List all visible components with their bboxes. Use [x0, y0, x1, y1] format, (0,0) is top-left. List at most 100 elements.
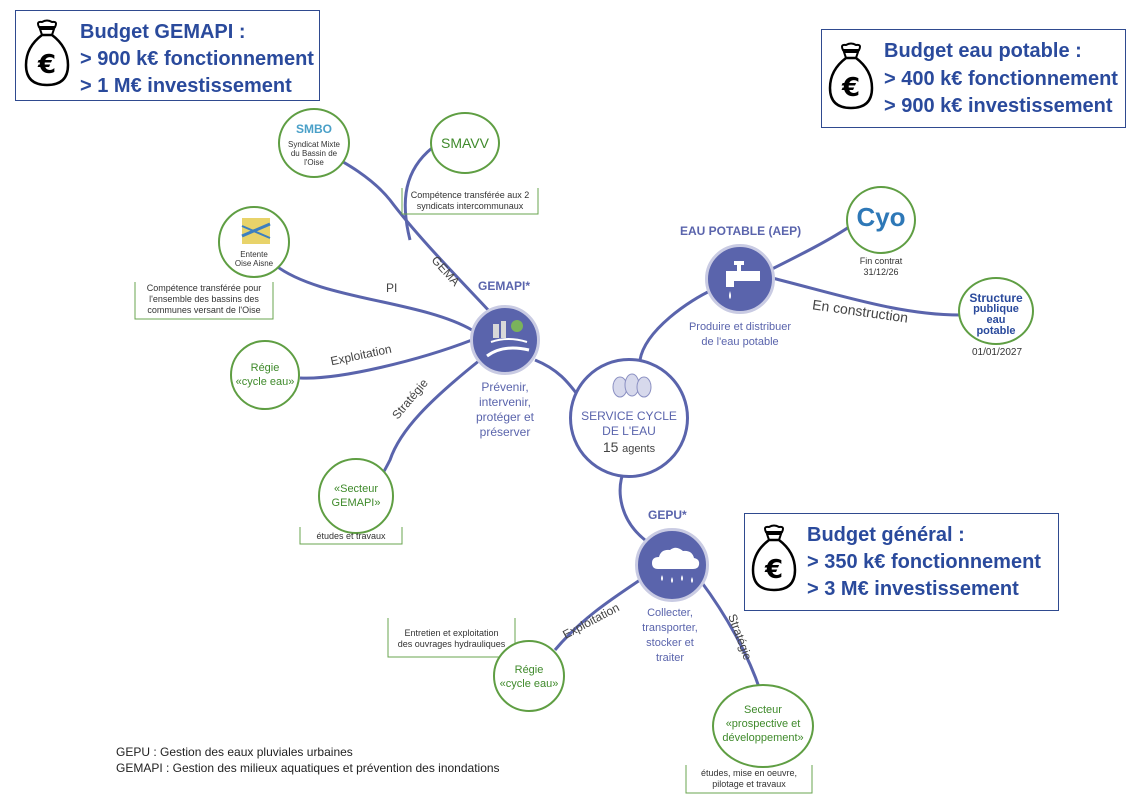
note-entente-1: Compétence transférée pour: [146, 283, 262, 293]
regie-gemapi-l2: «cycle eau»: [235, 376, 295, 388]
structure-l3: eau: [986, 314, 1006, 326]
budget-general-box: € Budget général : > 350 k€ fonctionneme…: [744, 513, 1059, 611]
svg-text:€: €: [841, 73, 860, 103]
edge-pi: PI: [386, 281, 398, 295]
secteur-gepu-l3: développement»: [722, 732, 804, 744]
smbo-l3: l'Oise: [304, 158, 324, 167]
budget-general-title: Budget général :: [807, 524, 965, 546]
cyo-logo: Cyo: [856, 202, 906, 232]
secteur-gepu-node: Secteur «prospective et développement»: [712, 684, 814, 768]
agents-label: agents: [622, 443, 656, 455]
gepu-desc-2: transporter,: [642, 622, 698, 634]
cyo-note: Fin contrat 31/12/26: [840, 256, 922, 278]
gepu-desc: Collecter, transporter, stocker et trait…: [625, 606, 715, 666]
money-bag-icon: €: [751, 524, 797, 592]
regie-gemapi-l1: Régie: [250, 362, 280, 374]
budget-eau-potable-line2: > 900 k€ investissement: [884, 95, 1113, 117]
note-entente: Compétence transférée pour l'ensemble de…: [135, 283, 273, 316]
structure-l2: publique: [973, 303, 1019, 315]
aep-hub: [705, 244, 775, 314]
note-regie-gepu: Entretien et exploitation des ouvrages h…: [388, 628, 515, 650]
smbo-l2: du Bassin de: [290, 149, 338, 158]
gemapi-hub: [470, 305, 540, 375]
agents-icon: [612, 373, 652, 398]
entente-node: Entente Oise Aisne: [218, 206, 290, 278]
gepu-desc-4: traiter: [655, 652, 685, 664]
note-smavv-2: syndicats intercommunaux: [416, 201, 524, 211]
budget-eau-potable-line1: > 400 k€ fonctionnement: [884, 68, 1118, 90]
gemapi-desc-2: intervenir,: [478, 395, 532, 409]
secteur-gepu-l1: Secteur: [744, 704, 782, 716]
budget-eau-potable-title: Budget eau potable :: [884, 40, 1082, 62]
gemapi-desc-3: protéger et: [475, 410, 535, 424]
structure-l4: potable: [976, 325, 1016, 337]
budget-gemapi-box: € Budget GEMAPI : > 900 k€ fonctionnemen…: [15, 10, 320, 101]
secteur-gemapi-l2: GEMAPI»: [331, 497, 381, 509]
gepu-hub: [635, 528, 709, 602]
secteur-gepu-l2: «prospective et: [725, 718, 801, 730]
aep-desc-2: de l'eau potable: [701, 336, 779, 348]
gepu-desc-3: stocker et: [646, 637, 694, 649]
entente-logo-icon: [241, 218, 271, 244]
gepu-desc-1: Collecter,: [647, 607, 693, 619]
regie-gemapi-node: Régie «cycle eau»: [230, 340, 300, 410]
note-secteur-gemapi: études et travaux: [316, 531, 386, 541]
note-secteur-gepu-2: pilotage et travaux: [712, 779, 786, 789]
note-entente-3: communes versant de l'Oise: [147, 305, 261, 315]
structure-publique-node: Structure publique eau potable: [958, 277, 1034, 345]
budget-gemapi-title: Budget GEMAPI :: [80, 21, 246, 43]
gepu-title: GEPU*: [648, 508, 687, 522]
landscape-icon: [486, 320, 530, 358]
smavv-node: SMAVV: [430, 112, 500, 174]
center-line1: SERVICE CYCLE: [581, 409, 677, 423]
gemapi-desc-4: préserver: [479, 425, 531, 439]
footer-gepu-definition: GEPU : Gestion des eaux pluviales urbain…: [116, 745, 353, 759]
note-regie-gepu-2: des ouvrages hydrauliques: [397, 639, 506, 649]
cyo-node: Cyo: [846, 186, 916, 254]
gemapi-title: GEMAPI*: [478, 279, 531, 293]
note-entente-2: l'ensemble des bassins des: [149, 294, 259, 304]
secteur-gemapi-node: «Secteur GEMAPI»: [318, 458, 394, 534]
center-service-node: SERVICE CYCLE DE L'EAU 15 agents: [569, 358, 689, 478]
aep-desc-1: Produire et distribuer: [688, 321, 792, 333]
center-line2: DE L'EAU: [602, 424, 656, 438]
note-smavv-1: Compétence transférée aux 2: [410, 190, 530, 200]
agents-count: 15: [602, 439, 619, 455]
svg-text:€: €: [37, 50, 56, 80]
regie-gepu-l2: «cycle eau»: [499, 678, 559, 690]
gemapi-desc-1: Prévenir,: [481, 380, 529, 394]
budget-general-line1: > 350 k€ fonctionnement: [807, 551, 1041, 573]
money-bag-icon: €: [24, 19, 70, 87]
regie-gepu-l1: Régie: [514, 664, 544, 676]
regie-gepu-node: Régie «cycle eau»: [493, 640, 565, 712]
entente-l2: Oise Aisne: [234, 259, 274, 268]
note-smavv: Compétence transférée aux 2 syndicats in…: [402, 190, 538, 212]
gemapi-desc: Prévenir, intervenir, protéger et préser…: [460, 380, 550, 440]
smavv-label: SMAVV: [441, 135, 489, 151]
note-regie-gepu-1: Entretien et exploitation: [404, 628, 499, 638]
note-secteur-gepu-1: études, mise en oeuvre,: [700, 768, 798, 778]
budget-eau-potable-box: € Budget eau potable : > 400 k€ fonction…: [821, 29, 1126, 128]
smbo-l1: Syndicat Mixte: [287, 140, 341, 149]
rain-cloud-icon: [652, 547, 700, 583]
svg-text:€: €: [764, 555, 783, 585]
secteur-gemapi-l1: «Secteur: [333, 483, 379, 495]
center-agents: 15 agents: [572, 439, 686, 455]
budget-general-line2: > 3 M€ investissement: [807, 578, 1019, 600]
footer-gemapi-definition: GEMAPI : Gestion des milieux aquatiques …: [116, 761, 500, 775]
entente-l1: Entente: [240, 250, 268, 259]
aep-desc: Produire et distribuer de l'eau potable: [665, 320, 815, 350]
budget-gemapi-line1: > 900 k€ fonctionnement: [80, 48, 314, 70]
faucet-icon: [726, 261, 760, 299]
structure-date: 01/01/2027: [971, 347, 1023, 358]
cyo-note-2: 31/12/26: [863, 267, 899, 277]
smbo-logo: SMBO: [296, 122, 332, 136]
note-secteur-gepu: études, mise en oeuvre, pilotage et trav…: [686, 768, 812, 790]
aep-title: EAU POTABLE (AEP): [680, 224, 802, 238]
smbo-node: SMBO Syndicat Mixte du Bassin de l'Oise: [278, 108, 350, 178]
structure-l1: Structure: [969, 291, 1023, 305]
budget-gemapi-line2: > 1 M€ investissement: [80, 75, 292, 97]
cyo-note-1: Fin contrat: [859, 256, 903, 266]
money-bag-icon: €: [828, 42, 874, 110]
